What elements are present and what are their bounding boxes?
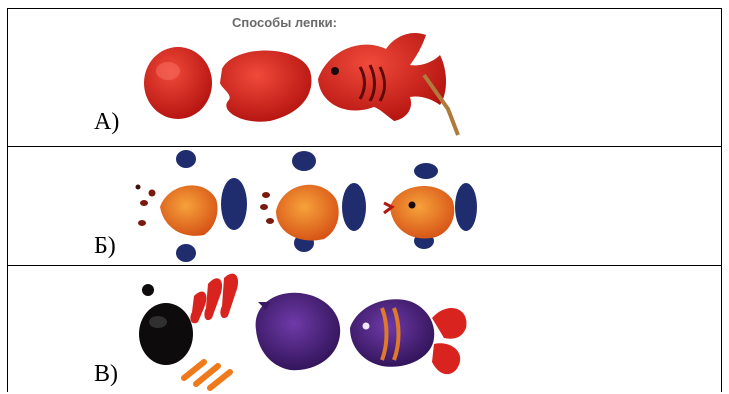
navy-fin-bottom <box>176 244 196 262</box>
orange-body-piece <box>160 185 218 236</box>
method-row-b: Б) <box>8 146 721 265</box>
method-row-a: Способы лепки: А) <box>8 9 721 146</box>
red-clay-fish <box>318 33 458 135</box>
red-clay-ball <box>144 47 212 119</box>
orange-clay-fish <box>384 163 477 249</box>
purple-clay-fish <box>350 299 466 374</box>
label-a: А) <box>94 109 119 136</box>
methods-table: Способы лепки: А) <box>7 8 722 392</box>
navy-fin-top <box>176 150 196 168</box>
label-c: В) <box>94 361 118 388</box>
method-row-c: В) <box>8 265 721 393</box>
navy-tail-piece <box>221 178 247 230</box>
red-clay-flattened-oval <box>220 50 311 121</box>
black-clay-ball <box>139 303 193 365</box>
label-b: Б) <box>94 233 116 260</box>
